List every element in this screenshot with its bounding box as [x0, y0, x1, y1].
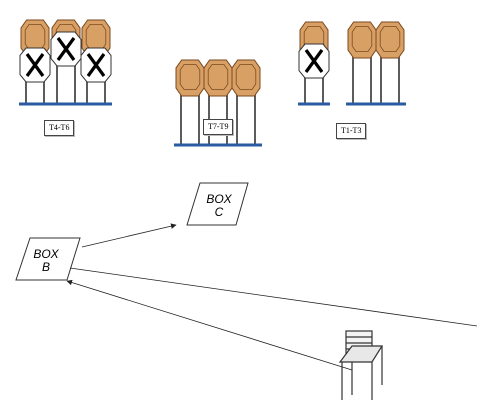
- no-shoot-x-mark: [56, 37, 76, 61]
- steel-target-icon: [231, 59, 261, 97]
- target-stand: [230, 59, 262, 147]
- no-shoot-x-mark: [86, 53, 106, 77]
- target-stand: [346, 21, 378, 106]
- no-shoot-x-mark: [25, 53, 45, 77]
- target-group-label-t7-t9: T7-T9: [203, 119, 234, 135]
- target-group-label-t4-t6: T4-T6: [44, 120, 75, 136]
- box-c-label: BOX C: [199, 193, 239, 219]
- target-stand: [374, 21, 406, 106]
- steel-target-icon: [203, 59, 233, 97]
- path-chair-to-b-arrow: [66, 279, 353, 371]
- steel-target-icon: [175, 59, 205, 97]
- target-group: [174, 59, 262, 147]
- target-stand: [202, 59, 234, 147]
- target-inner-ring: [207, 64, 229, 90]
- target-stand: [298, 21, 330, 106]
- target-inner-ring: [351, 25, 373, 52]
- steel-target-icon: [375, 21, 405, 59]
- box-c-line2: C: [214, 205, 224, 219]
- chair-icon: [338, 330, 384, 400]
- target-stand: [80, 19, 112, 106]
- target-stand: [19, 19, 51, 106]
- path-start-to-b-line: [69, 267, 477, 327]
- box-b-line2: B: [41, 260, 50, 274]
- target-group: [298, 21, 406, 106]
- target-stand: [174, 59, 206, 147]
- target-inner-ring: [179, 64, 201, 90]
- box-b-line1: BOX: [33, 247, 59, 261]
- path-b-to-c-arrow: [81, 223, 177, 248]
- steel-target-icon: [347, 21, 377, 59]
- target-stand: [50, 19, 82, 106]
- target-inner-ring: [235, 64, 257, 90]
- box-b-label: BOX B: [26, 248, 66, 274]
- target-group: [19, 19, 112, 106]
- target-group-label-t1-t3: T1-T3: [336, 123, 367, 139]
- box-c-shape: [186, 182, 249, 226]
- no-shoot-x-mark: [304, 49, 324, 73]
- box-c-line1: BOX: [206, 192, 232, 206]
- target-inner-ring: [379, 25, 401, 52]
